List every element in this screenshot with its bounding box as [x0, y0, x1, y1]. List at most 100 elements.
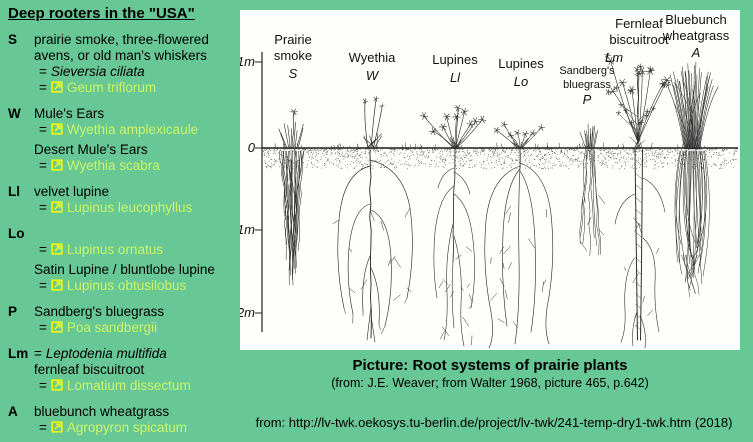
equals-sign: = [39, 64, 47, 79]
column-labels: Prairie smoke S Wyethia W Lupines Ll Lup… [274, 12, 730, 107]
label-sandbergs-1: Sandberg's [559, 65, 615, 77]
common-name: fernleaf biscuitroot [34, 362, 145, 377]
species-link-label[interactable]: Lomatium dissectum [66, 378, 191, 393]
label-bluebunch-2: wheatgrass [662, 28, 730, 43]
label-wyethia: Wyethia [349, 50, 397, 65]
label-fernleaf-2: biscuitroot [609, 32, 669, 47]
external-link-icon[interactable] [51, 201, 63, 213]
species-link[interactable]: = Lomatium dissectum [34, 378, 236, 394]
species-link[interactable]: = Lupinus leucophyllus [34, 200, 236, 216]
equals-sign: = [39, 242, 47, 257]
legend-key-P: P [8, 304, 18, 319]
label-prairie-smoke-1: Prairie [274, 32, 312, 47]
letter-Lo: Lo [514, 74, 528, 89]
legend-entry-velvet-lupine: Ll velvet lupine =Lupinus leucophyllus [8, 184, 240, 216]
axis-ticks [255, 61, 262, 314]
external-link-icon[interactable] [51, 81, 63, 93]
species-link-label[interactable]: Wyethia scabra [66, 158, 160, 173]
species-link-label[interactable]: Poa sandbergii [66, 320, 157, 335]
axis-label-1m-above: 1m [240, 54, 255, 69]
common-name: Satin Lupine / bluntlobe lupine [34, 262, 215, 277]
species-link-label[interactable]: Geum triflorum [66, 80, 157, 95]
legend-entry-mules-ears: W Mule's Ears = Wyethia amplexicaule Dese… [8, 106, 240, 174]
species-link-label[interactable]: Lupinus ornatus [66, 242, 163, 257]
species-link[interactable]: = Agropyron spicatum [34, 420, 236, 436]
lupine-lo-illustration [484, 121, 554, 349]
letter-Lm: Lm [605, 50, 623, 65]
equals-sign: = [39, 378, 47, 393]
common-name: bluebunch wheatgrass [34, 404, 170, 419]
latin-synonym: =Sieversia ciliata [39, 64, 145, 79]
caption-source: (from: J.E. Weaver; from Walter 1968, pi… [331, 376, 649, 390]
caption-title: Picture: Root systems of prairie plants [352, 357, 628, 374]
axis-label-2m: 2m [240, 305, 255, 320]
plant-illustrations [278, 52, 719, 349]
bluebunch-wheatgrass-illustration [668, 61, 719, 298]
equals-sign: = [39, 200, 47, 215]
common-name: Desert Mule's Ears [34, 142, 148, 157]
external-link-icon[interactable] [51, 379, 63, 391]
root-diagram: 1m 0 1m 2m Prairie smoke S Wyethia W Lup… [236, 12, 738, 349]
equals-sign: = [39, 122, 47, 137]
letter-P: P [583, 92, 592, 107]
fernleaf-biscuitroot-illustration [604, 52, 672, 349]
external-link-icon[interactable] [51, 279, 63, 291]
external-link-icon[interactable] [51, 243, 63, 255]
common-name: velvet lupine [34, 184, 110, 199]
species-link[interactable]: = Geum triflorum [34, 80, 236, 96]
species-link-label[interactable]: Agropyron spicatum [66, 420, 187, 435]
legend-key-S: S [8, 32, 18, 47]
latin-synonym: =Leptodenia multifida [34, 346, 167, 361]
source-url-line: from: http://lv-twk.oekosys.tu-berlin.de… [255, 415, 733, 430]
species-link-label[interactable]: Lupinus leucophyllus [66, 200, 193, 215]
legend-entry-fernleaf-biscuitroot: Lm =Leptodenia multifida fernleaf biscui… [8, 346, 240, 394]
external-link-icon[interactable] [51, 421, 63, 433]
letter-Ll: Ll [450, 70, 461, 85]
legend-key-Lo: Lo [8, 226, 25, 241]
equals-sign: = [39, 80, 47, 95]
lupine-ll-illustration [419, 104, 487, 347]
equals-sign: = [34, 346, 42, 361]
species-link[interactable]: = Poa sandbergii [34, 320, 236, 336]
label-fernleaf-1: Fernleaf [615, 16, 663, 31]
soil-stipple-band [262, 142, 738, 170]
label-lupines-lo: Lupines [498, 56, 544, 71]
legend-entry-lupinus-ornatus: Lo = Lupinus ornatus Satin Lupine / blunt… [8, 226, 240, 294]
sandbergs-bluegrass-illustration [579, 123, 606, 256]
depth-axis: 1m 0 1m 2m [236, 52, 738, 332]
legend-panel: Deep rooters in the "USA" S prairie smok… [0, 0, 240, 442]
legend-entry-prairie-smoke: S prairie smoke, three-flowered avens, o… [8, 32, 240, 96]
letter-S: S [289, 66, 298, 81]
label-bluebunch-1: Bluebunch [665, 12, 726, 27]
label-sandbergs-2: bluegrass [563, 79, 611, 91]
prairie-smoke-illustration [278, 108, 305, 286]
wyethia-illustration [332, 96, 413, 343]
species-link[interactable]: = Wyethia amplexicaule [34, 122, 236, 138]
equals-sign: = [39, 320, 47, 335]
letter-W: W [366, 68, 380, 83]
common-name: Mule's Ears [34, 106, 105, 121]
species-link[interactable]: = Lupinus obtusilobus [34, 278, 236, 294]
common-name: prairie smoke, three-flowered avens, or … [34, 32, 209, 63]
species-link-label[interactable]: Lupinus obtusilobus [66, 278, 187, 293]
letter-A: A [691, 45, 701, 60]
external-link-icon[interactable] [51, 123, 63, 135]
label-lupines-ll: Lupines [432, 52, 478, 67]
common-name: Sandberg's bluegrass [34, 304, 165, 319]
axis-label-0: 0 [248, 140, 256, 155]
legend-entry-sandbergs-bluegrass: P Sandberg's bluegrass = Poa sandbergii [8, 304, 240, 336]
picture-caption: Picture: Root systems of prairie plants … [240, 356, 740, 391]
legend-title: Deep rooters in the "USA" [8, 5, 195, 22]
legend-key-W: W [8, 106, 21, 121]
root-systems-picture: 1m 0 1m 2m Prairie smoke S Wyethia W Lup… [236, 10, 740, 350]
external-link-icon[interactable] [51, 159, 63, 171]
species-link[interactable]: =Wyethia scabra [34, 158, 236, 174]
species-link-label[interactable]: Wyethia amplexicaule [66, 122, 199, 137]
external-link-icon[interactable] [51, 321, 63, 333]
axis-label-1m-below: 1m [240, 222, 255, 237]
species-link[interactable]: = Lupinus ornatus [34, 242, 236, 258]
legend-key-Lm: Lm [8, 346, 29, 361]
equals-sign: = [39, 420, 47, 435]
equals-sign: = [39, 278, 47, 293]
